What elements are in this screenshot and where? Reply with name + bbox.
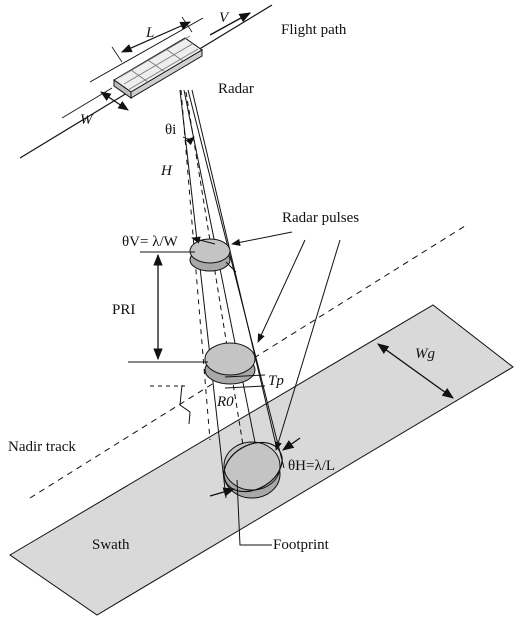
swath-label: Swath bbox=[92, 537, 130, 553]
radar-pulses-callouts bbox=[231, 231, 341, 451]
antenna-length-arrow bbox=[121, 21, 191, 53]
radar-label: Radar bbox=[218, 81, 254, 97]
swath-width-label: Wg bbox=[415, 346, 435, 362]
velocity-arrow bbox=[209, 12, 252, 36]
radar-pulses-label: Radar pulses bbox=[282, 210, 359, 226]
flight-path-label: Flight path bbox=[281, 22, 347, 38]
radar-pulse-1 bbox=[189, 238, 231, 272]
radar-pulse-3 bbox=[223, 441, 281, 499]
height-label: H bbox=[160, 163, 173, 179]
velocity-label: V bbox=[219, 10, 230, 26]
footprint-ellipse bbox=[223, 441, 283, 493]
nadir-vertical bbox=[180, 89, 211, 441]
incidence-angle-arc bbox=[182, 136, 195, 146]
antenna-width-arrow bbox=[100, 91, 129, 111]
incidence-angle-label: θi bbox=[165, 122, 176, 138]
horizontal-beamwidth-label: θH=λ/L bbox=[288, 458, 335, 474]
swath-width-arrow bbox=[377, 343, 454, 399]
range-label: R0 bbox=[216, 394, 234, 410]
nadir-track-label: Nadir track bbox=[8, 439, 76, 455]
pulse-duration-label: Tp bbox=[268, 373, 284, 389]
length-label: L bbox=[145, 25, 154, 41]
radar-antenna bbox=[113, 35, 203, 99]
footprint-callout bbox=[236, 479, 272, 546]
pri-dimension bbox=[128, 251, 208, 363]
pri-label: PRI bbox=[112, 302, 135, 318]
footprint-label: Footprint bbox=[273, 537, 330, 553]
pulse-duration-marks bbox=[224, 374, 266, 389]
vertical-beamwidth-label: θV= λ/W bbox=[122, 234, 179, 250]
radar-pulse-2 bbox=[204, 342, 256, 385]
width-label: W bbox=[80, 112, 94, 128]
range-dimension bbox=[150, 384, 191, 425]
